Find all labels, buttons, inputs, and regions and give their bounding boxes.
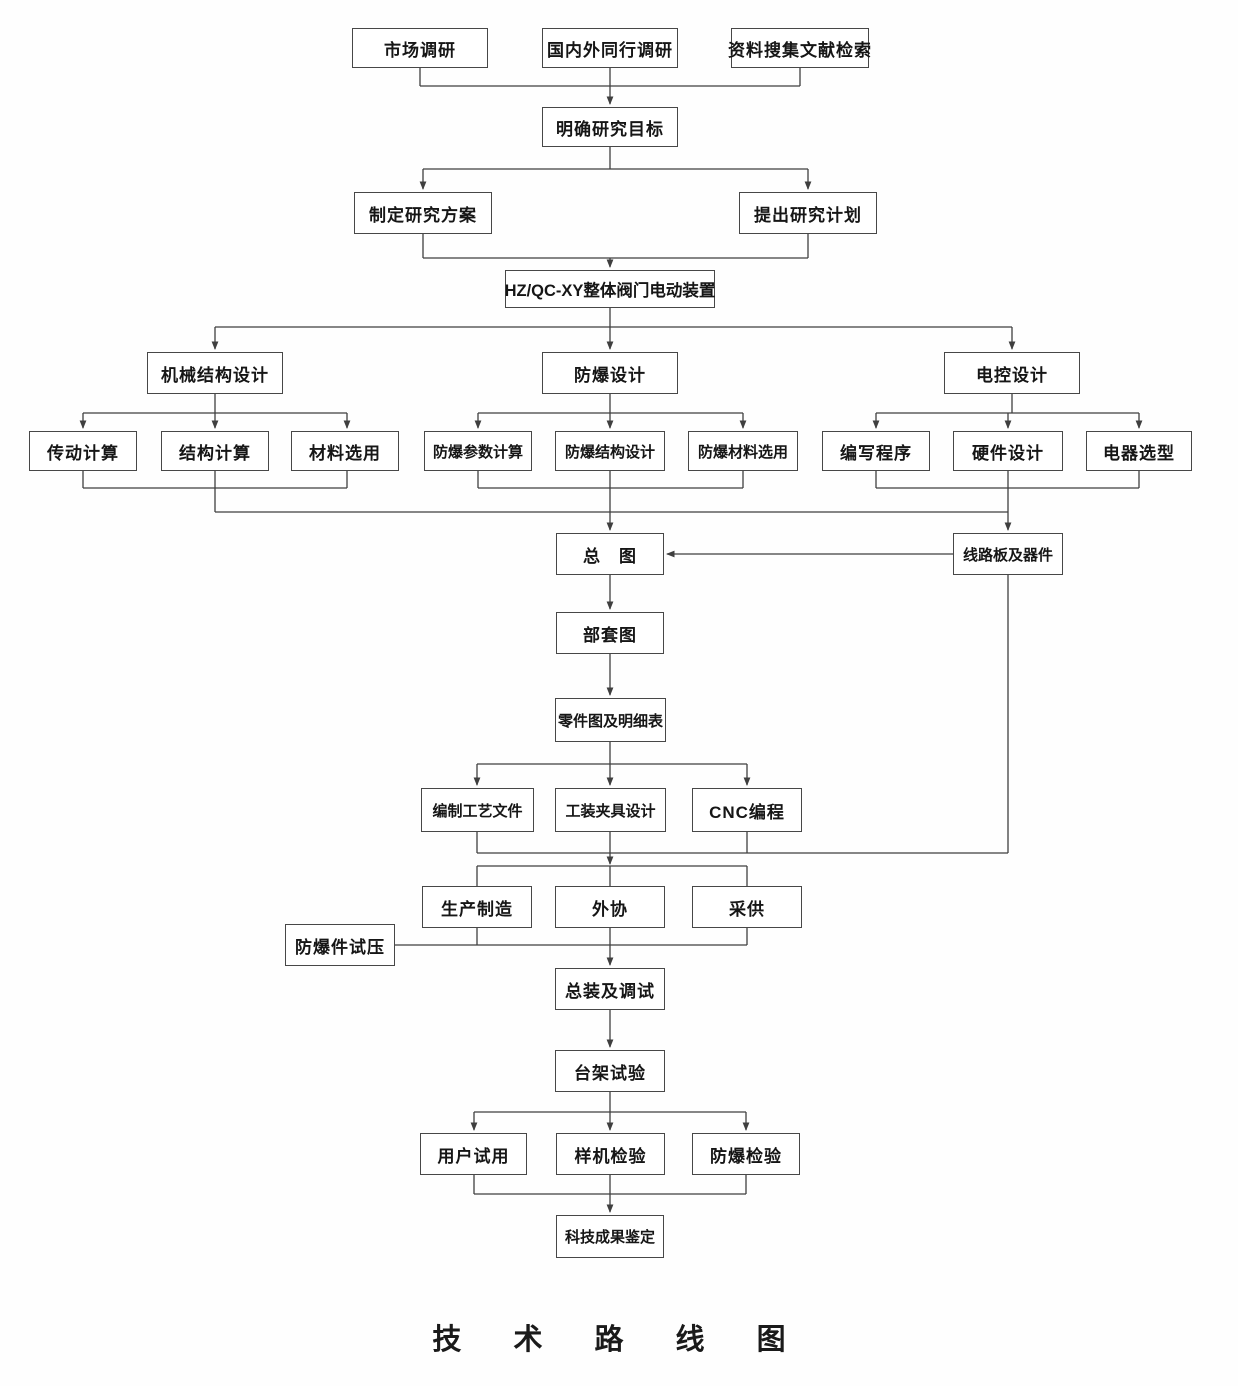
node-structure-calculation: 结构计算 — [161, 431, 269, 471]
node-process-documents: 编制工艺文件 — [421, 788, 534, 832]
node-fixture-design: 工装夹具设计 — [555, 788, 666, 832]
node-assembly-debugging: 总装及调试 — [555, 968, 665, 1010]
node-drive-calculation: 传动计算 — [29, 431, 137, 471]
node-assembly-drawing: 部套图 — [556, 612, 664, 654]
node-bench-test: 台架试验 — [555, 1050, 665, 1092]
node-cnc-programming: CNC编程 — [692, 788, 802, 832]
node-programming: 编写程序 — [822, 431, 930, 471]
node-prototype-inspection: 样机检验 — [556, 1133, 665, 1175]
diagram-title: 技 术 路 线 图 — [432, 1324, 808, 1356]
node-general-drawing: 总 图 — [556, 533, 664, 575]
node-user-trial: 用户试用 — [420, 1133, 527, 1175]
node-procurement: 采供 — [692, 886, 802, 928]
node-mechanical-design: 机械结构设计 — [147, 352, 283, 394]
node-outsourcing: 外协 — [555, 886, 665, 928]
node-explosionproof-structure-design: 防爆结构设计 — [555, 431, 665, 471]
node-explosionproof-design: 防爆设计 — [542, 352, 678, 394]
node-market-research: 市场调研 — [352, 28, 488, 68]
node-part-drawing-list: 零件图及明细表 — [555, 698, 666, 742]
node-research-scheme: 制定研究方案 — [354, 192, 492, 234]
node-explosionproof-parameter-calc: 防爆参数计算 — [424, 431, 532, 471]
node-circuit-board-devices: 线路板及器件 — [953, 533, 1063, 575]
node-product: HZ/QC-XY整体阀门电动装置 — [505, 270, 715, 308]
node-achievement-appraisal: 科技成果鉴定 — [556, 1215, 664, 1258]
node-device-selection: 电器选型 — [1086, 431, 1192, 471]
node-explosionproof-material-selection: 防爆材料选用 — [688, 431, 798, 471]
node-explosionproof-pressure-test: 防爆件试压 — [285, 924, 395, 966]
node-manufacture: 生产制造 — [422, 886, 532, 928]
node-research-goal: 明确研究目标 — [542, 107, 678, 147]
node-research-plan: 提出研究计划 — [739, 192, 877, 234]
node-electric-control-design: 电控设计 — [944, 352, 1080, 394]
node-hardware-design: 硬件设计 — [953, 431, 1063, 471]
node-peer-research: 国内外同行调研 — [542, 28, 678, 68]
node-material-selection: 材料选用 — [291, 431, 399, 471]
node-explosionproof-inspection: 防爆检验 — [692, 1133, 800, 1175]
node-literature-search: 资料搜集文献检索 — [728, 28, 871, 68]
